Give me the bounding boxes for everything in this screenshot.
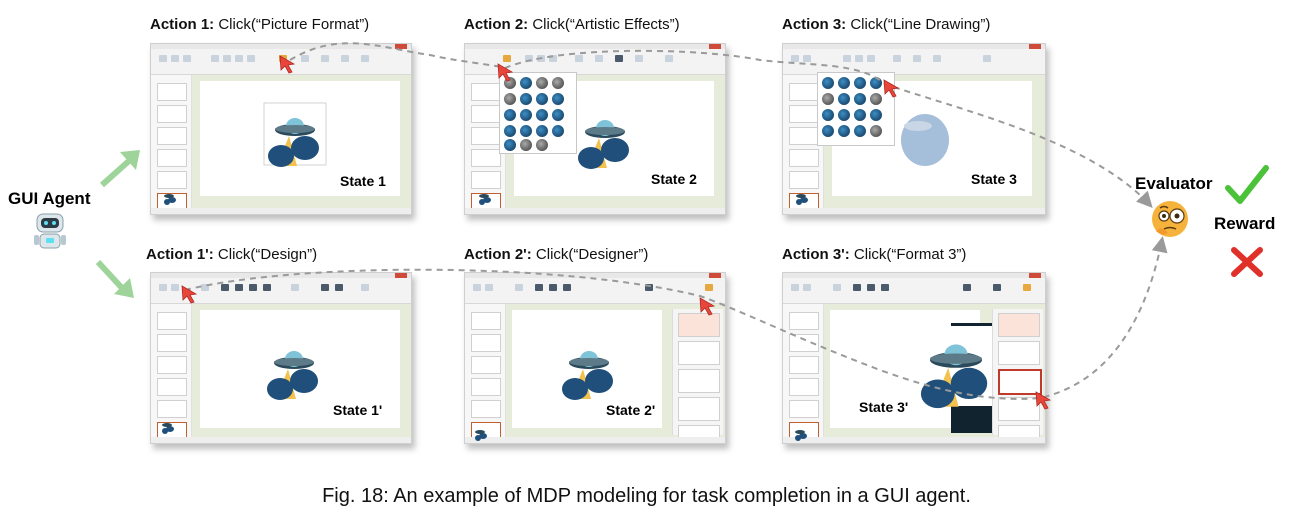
state-2-label: State 2 (651, 171, 697, 187)
slide-thumbnails (783, 304, 824, 443)
action-1prime-label: Action 1': Click(“Design”) (146, 246, 318, 263)
state-1prime-label: State 1' (333, 402, 383, 418)
ribbon (151, 273, 411, 304)
state-2-screenshot (464, 43, 726, 215)
ribbon (465, 44, 725, 75)
design-option[interactable] (998, 397, 1040, 421)
action-1-label: Action 1: Click(“Picture Format”) (150, 16, 370, 33)
slide-thumbnails (151, 304, 192, 443)
agent-arrow-top (100, 150, 140, 188)
ribbon (783, 44, 1045, 75)
state-3-label: State 3 (971, 171, 1017, 187)
artistic-effects-gallery[interactable] (817, 72, 895, 146)
slide-thumbnails (465, 304, 506, 443)
state-3-screenshot (782, 43, 1046, 215)
green-check-icon (1225, 165, 1269, 204)
evaluator-label: Evaluator (1135, 174, 1213, 193)
state-3prime-label: State 3' (859, 399, 909, 415)
design-option[interactable] (678, 341, 720, 365)
state-1-label: State 1 (340, 173, 386, 189)
agent-arrow-bottom (95, 259, 134, 298)
state-3prime-screenshot (782, 272, 1046, 444)
artistic-effects-gallery[interactable] (499, 72, 577, 154)
design-option[interactable] (998, 313, 1040, 337)
ribbon (151, 44, 411, 75)
state-1prime-screenshot (150, 272, 412, 444)
design-option[interactable] (678, 397, 720, 421)
design-option[interactable] (678, 369, 720, 393)
action-3prime-label: Action 3': Click(“Format 3”) (782, 246, 967, 263)
reward-label: Reward (1214, 214, 1276, 233)
gui-agent-label: GUI Agent (8, 189, 91, 208)
dark-design-panel (951, 323, 995, 433)
designer-pane (992, 309, 1043, 443)
designer-pane (672, 309, 723, 443)
design-option[interactable] (678, 313, 720, 337)
action-2-label: Action 2: Click(“Artistic Effects”) (464, 16, 680, 33)
state-1-screenshot (150, 43, 412, 215)
state-2prime-screenshot (464, 272, 726, 444)
action-2prime-label: Action 2': Click(“Designer”) (464, 246, 649, 263)
state-2prime-label: State 2' (606, 402, 656, 418)
action-3-label: Action 3: Click(“Line Drawing”) (782, 16, 991, 33)
thinking-face-icon (1152, 201, 1188, 237)
robot-icon (34, 213, 66, 249)
red-cross-icon (1231, 247, 1263, 277)
ribbon (465, 273, 725, 304)
figure-caption: Fig. 18: An example of MDP modeling for … (322, 485, 971, 507)
slide-thumbnails (151, 75, 192, 214)
design-option[interactable] (998, 341, 1040, 365)
ribbon (783, 273, 1045, 304)
design-option-format-3[interactable] (998, 369, 1042, 395)
